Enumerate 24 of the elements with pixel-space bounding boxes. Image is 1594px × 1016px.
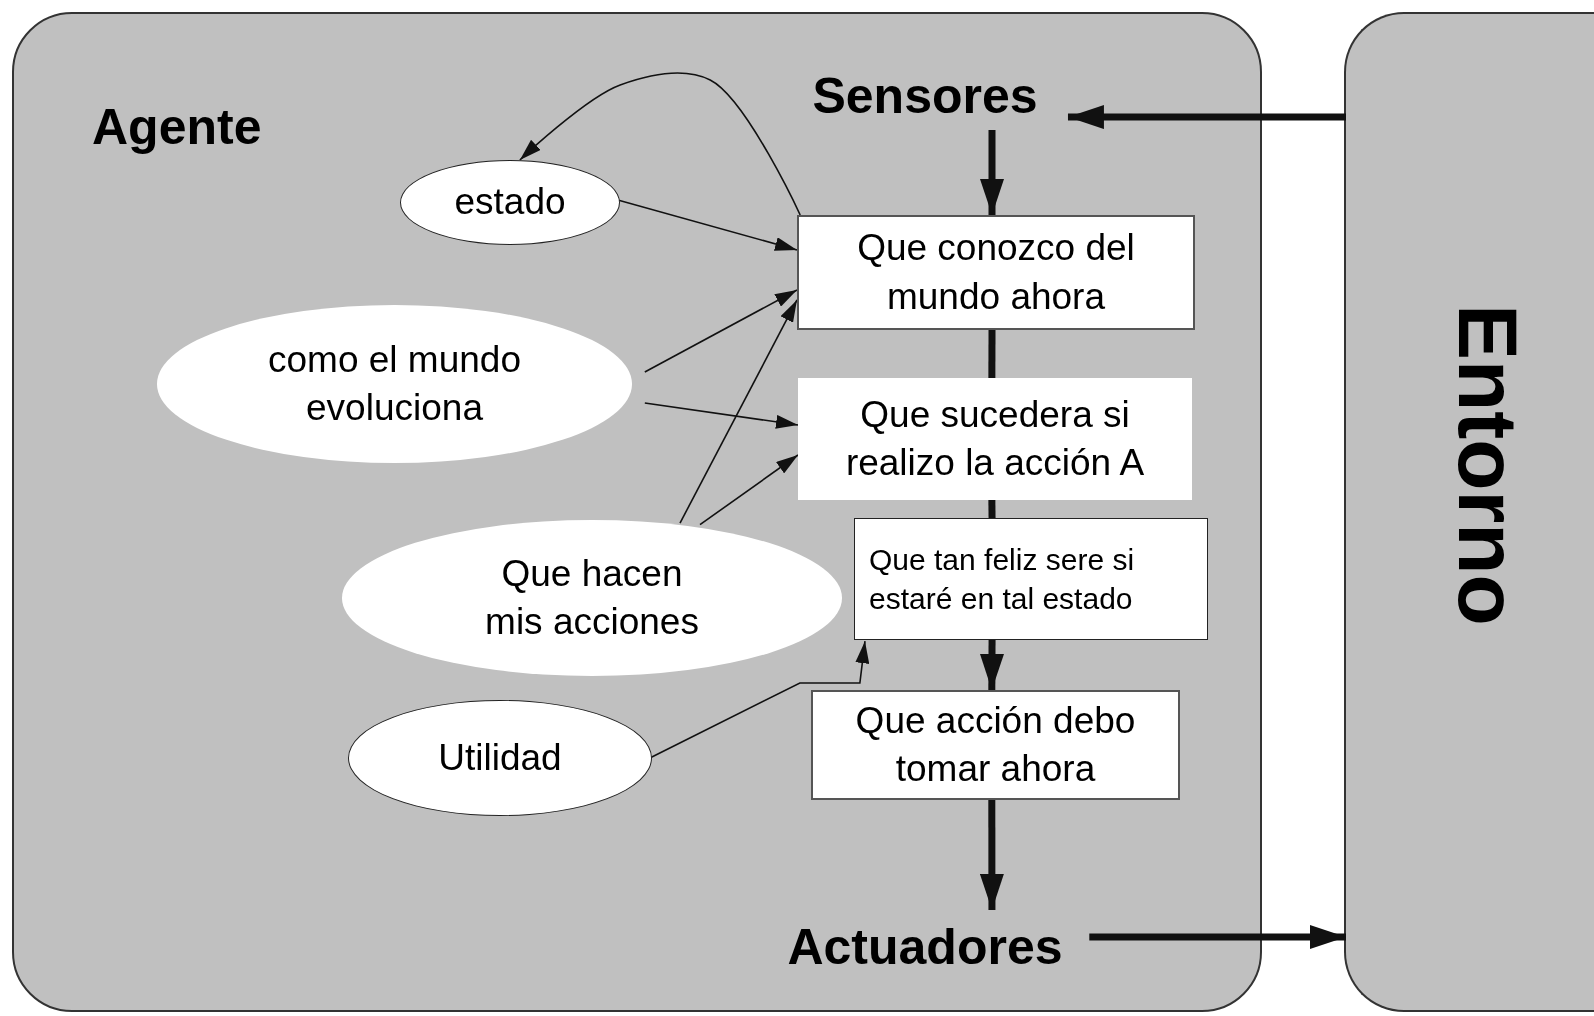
- arrow: [617, 199, 798, 251]
- process-box: Que tan feliz sere si estaré en tal estado: [854, 518, 1208, 640]
- arrow: [679, 299, 798, 524]
- panel-background: [12, 12, 1262, 1012]
- heading-label: Sensores: [812, 66, 1038, 126]
- panel-title: Entorno: [1440, 304, 1536, 626]
- process-box: Que sucedera si realizo la acción A: [798, 378, 1192, 500]
- panel-background: [1344, 12, 1594, 1012]
- ellipse-node: Que hacen mis acciones: [342, 520, 842, 676]
- ellipse-node: como el mundo evoluciona: [157, 305, 632, 463]
- arrow: [519, 72, 801, 216]
- arrow: [980, 640, 1004, 690]
- arrow: [1089, 925, 1346, 949]
- ellipse-node: estado: [400, 160, 620, 245]
- ellipse-node: Utilidad: [348, 700, 652, 816]
- arrow: [1067, 105, 1346, 130]
- panel-title: Agente: [92, 98, 262, 156]
- arrow: [644, 402, 799, 429]
- arrow: [699, 454, 799, 526]
- arrow: [649, 640, 870, 759]
- process-box: Que acción debo tomar ahora: [811, 690, 1180, 800]
- process-box: Que conozco del mundo ahora: [797, 215, 1195, 330]
- arrow: [644, 289, 798, 373]
- heading-label: Actuadores: [787, 917, 1063, 977]
